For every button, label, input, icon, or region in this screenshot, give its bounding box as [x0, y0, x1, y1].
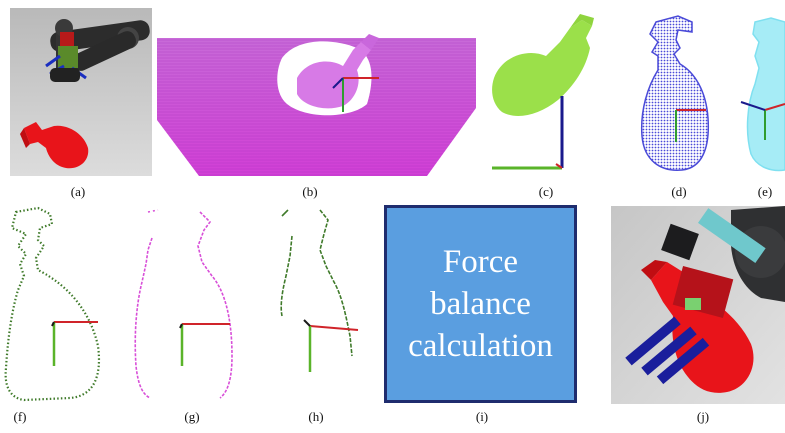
panel-b-scene-point-cloud [157, 8, 476, 176]
grasp-result-image [611, 206, 785, 404]
caption-h: (h) [308, 409, 324, 424]
caption-f: (f) [13, 409, 27, 424]
caption-c: (c) [538, 184, 554, 199]
force-balance-box: Force balance calculation [384, 205, 577, 403]
simulation-scene-image [10, 8, 152, 176]
panel-a-simulation-scene [10, 8, 152, 176]
caption-a: (a) [70, 184, 86, 199]
panel-c-segmented-cloud [486, 8, 610, 176]
contour-edges-image [134, 209, 233, 399]
caption-d: (d) [671, 184, 687, 199]
force-box-line-1: Force [442, 244, 519, 280]
caption-i: (i) [475, 409, 489, 424]
panel-j-grasp-result [611, 206, 785, 404]
panel-e-filtered-cloud [737, 8, 785, 176]
panel-f-contour-points [2, 206, 110, 404]
force-box-line-2: balance [430, 286, 531, 322]
panel-g-contour-edges [128, 206, 240, 404]
contour-points-image [4, 206, 100, 402]
segmented-cloud-image [492, 14, 594, 170]
sparse-contour-image [280, 209, 359, 372]
force-box-line-3: calculation [408, 328, 553, 364]
caption-g: (g) [184, 409, 200, 424]
panel-h-sparse-contour [268, 206, 362, 404]
filtered-cloud-image [740, 17, 785, 172]
panel-d-downsampled-cloud [636, 8, 722, 176]
caption-j: (j) [696, 409, 710, 424]
scene-point-cloud-image [157, 34, 476, 176]
caption-e: (e) [757, 184, 773, 199]
downsampled-cloud-image [640, 15, 710, 171]
caption-b: (b) [302, 184, 318, 199]
